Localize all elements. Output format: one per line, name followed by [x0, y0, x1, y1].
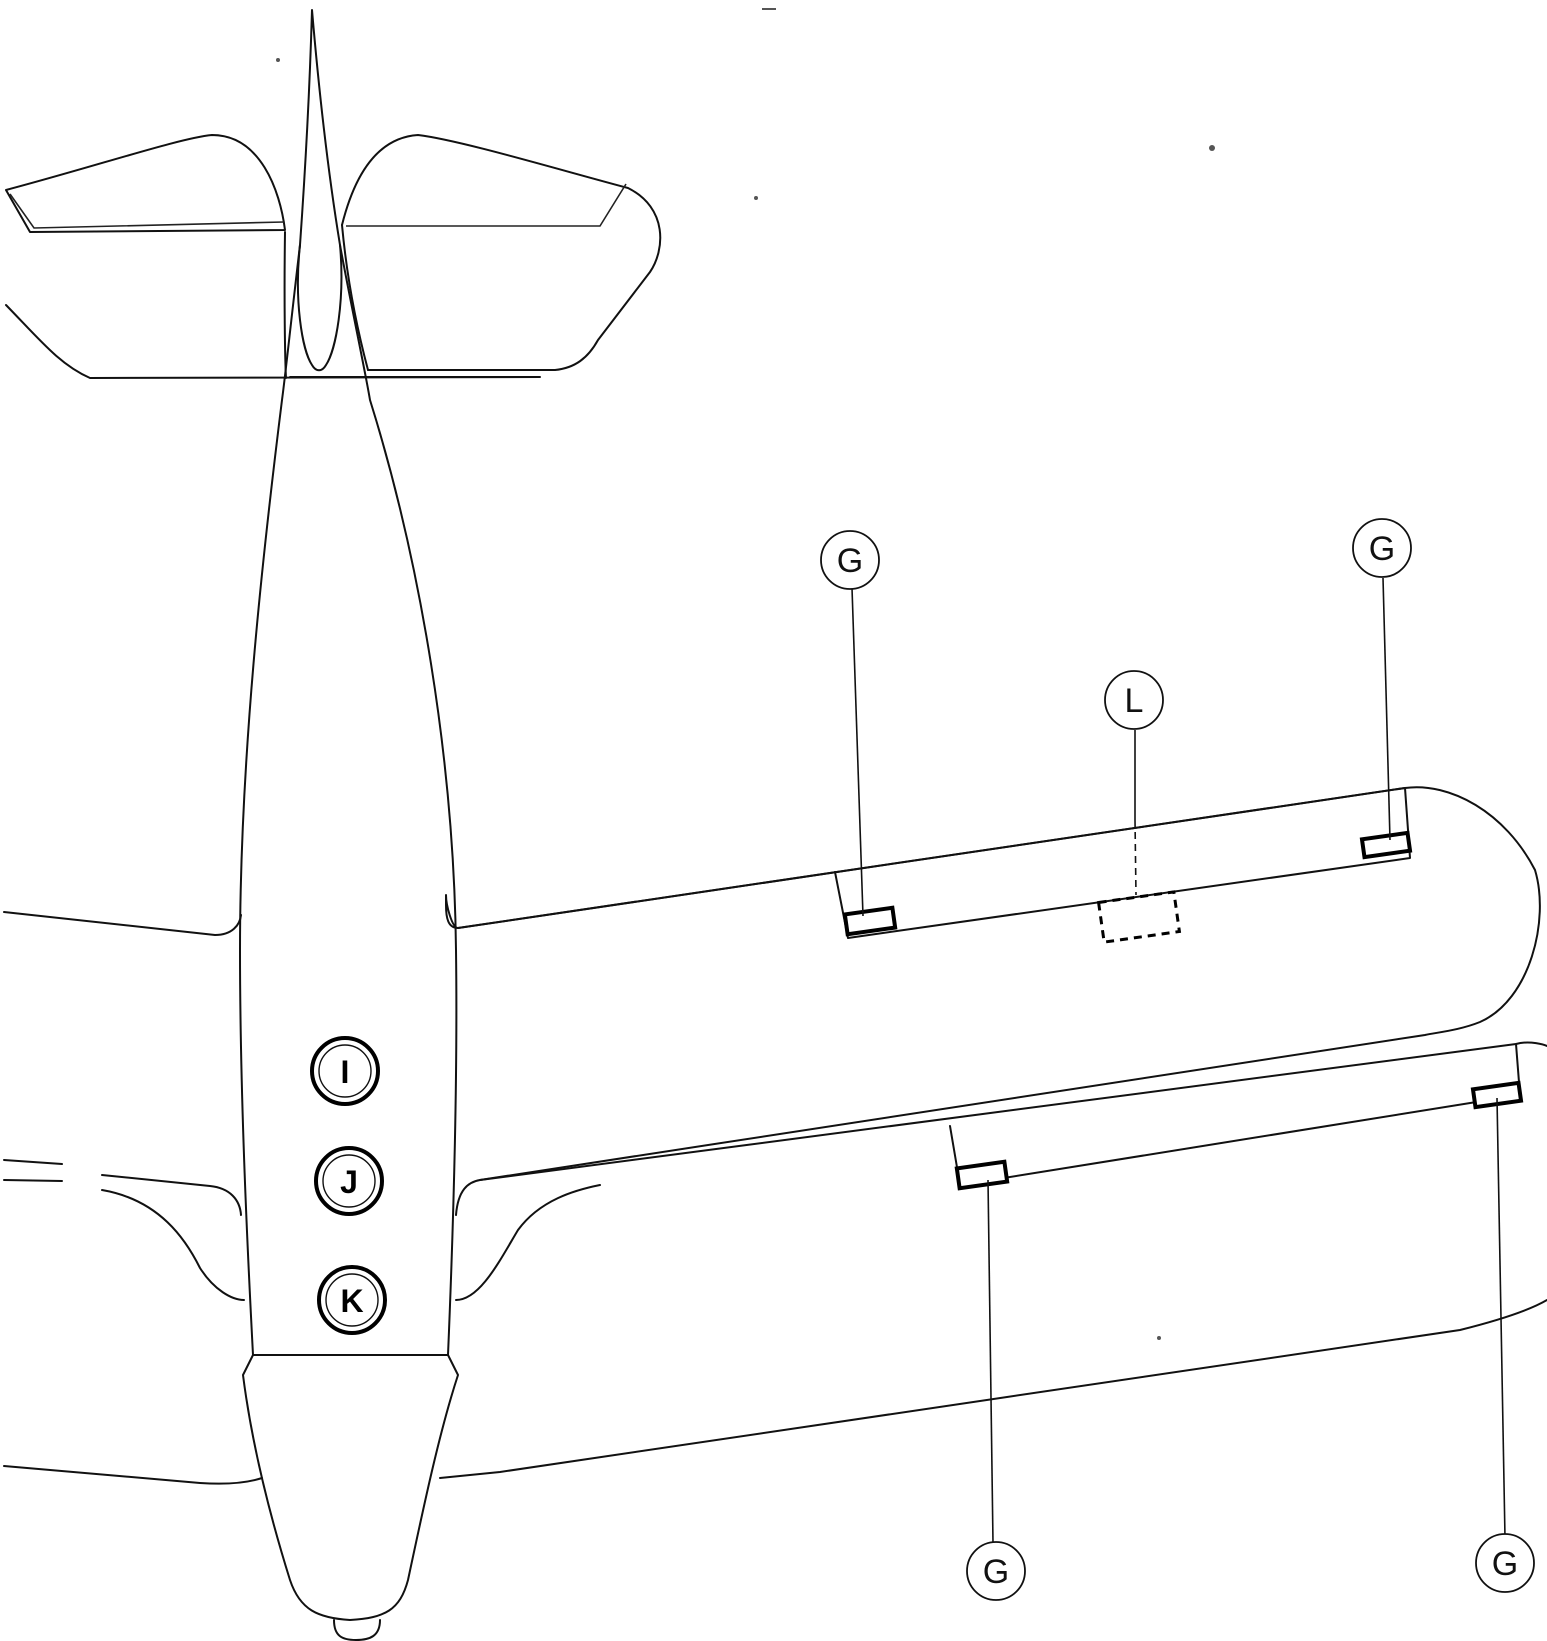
- callout-g-upper-left: G: [820, 530, 880, 590]
- svg-text:G: G: [837, 542, 863, 580]
- panel-l-hidden: [1096, 890, 1182, 944]
- fitting-g-upper-left: [842, 905, 898, 937]
- tail-fin: [296, 9, 343, 372]
- leader-g-upper-left: [851, 587, 864, 917]
- left-wing-fillet: [101, 1189, 245, 1301]
- leader-g-lower-right: [1496, 1097, 1506, 1539]
- callout-j: J: [314, 1146, 384, 1216]
- left-wing-root-upper: [3, 911, 242, 936]
- callout-i: I: [310, 1036, 380, 1106]
- leader-l-dashed: [1134, 819, 1137, 896]
- lower-wing: [3, 1041, 1547, 1485]
- fitting-g-lower-right: [1470, 1080, 1524, 1110]
- left-tailplane: [5, 134, 541, 379]
- scan-specks: [276, 8, 1215, 1340]
- svg-text:J: J: [340, 1164, 358, 1200]
- svg-text:G: G: [983, 1553, 1009, 1591]
- svg-text:G: G: [1492, 1545, 1518, 1583]
- right-tailplane: [341, 134, 662, 371]
- fitting-g-upper-right: [1359, 830, 1413, 860]
- callout-g-lower-left: G: [966, 1541, 1026, 1601]
- leader-g-upper-right: [1382, 577, 1391, 841]
- callout-g-upper-right: G: [1352, 518, 1412, 578]
- propeller-spinner: [333, 1619, 381, 1641]
- leader-g-lower-left: [987, 1179, 994, 1544]
- svg-text:K: K: [340, 1283, 363, 1319]
- callout-g-lower-right: G: [1475, 1533, 1535, 1593]
- nose-cowling: [242, 1354, 459, 1621]
- svg-text:L: L: [1125, 682, 1144, 720]
- fitting-g-lower-left: [954, 1159, 1010, 1191]
- svg-text:G: G: [1369, 530, 1395, 568]
- callout-k: K: [317, 1265, 387, 1335]
- left-wing-root-lower: [3, 1159, 242, 1216]
- callout-l: L: [1104, 670, 1164, 730]
- svg-text:I: I: [341, 1054, 350, 1090]
